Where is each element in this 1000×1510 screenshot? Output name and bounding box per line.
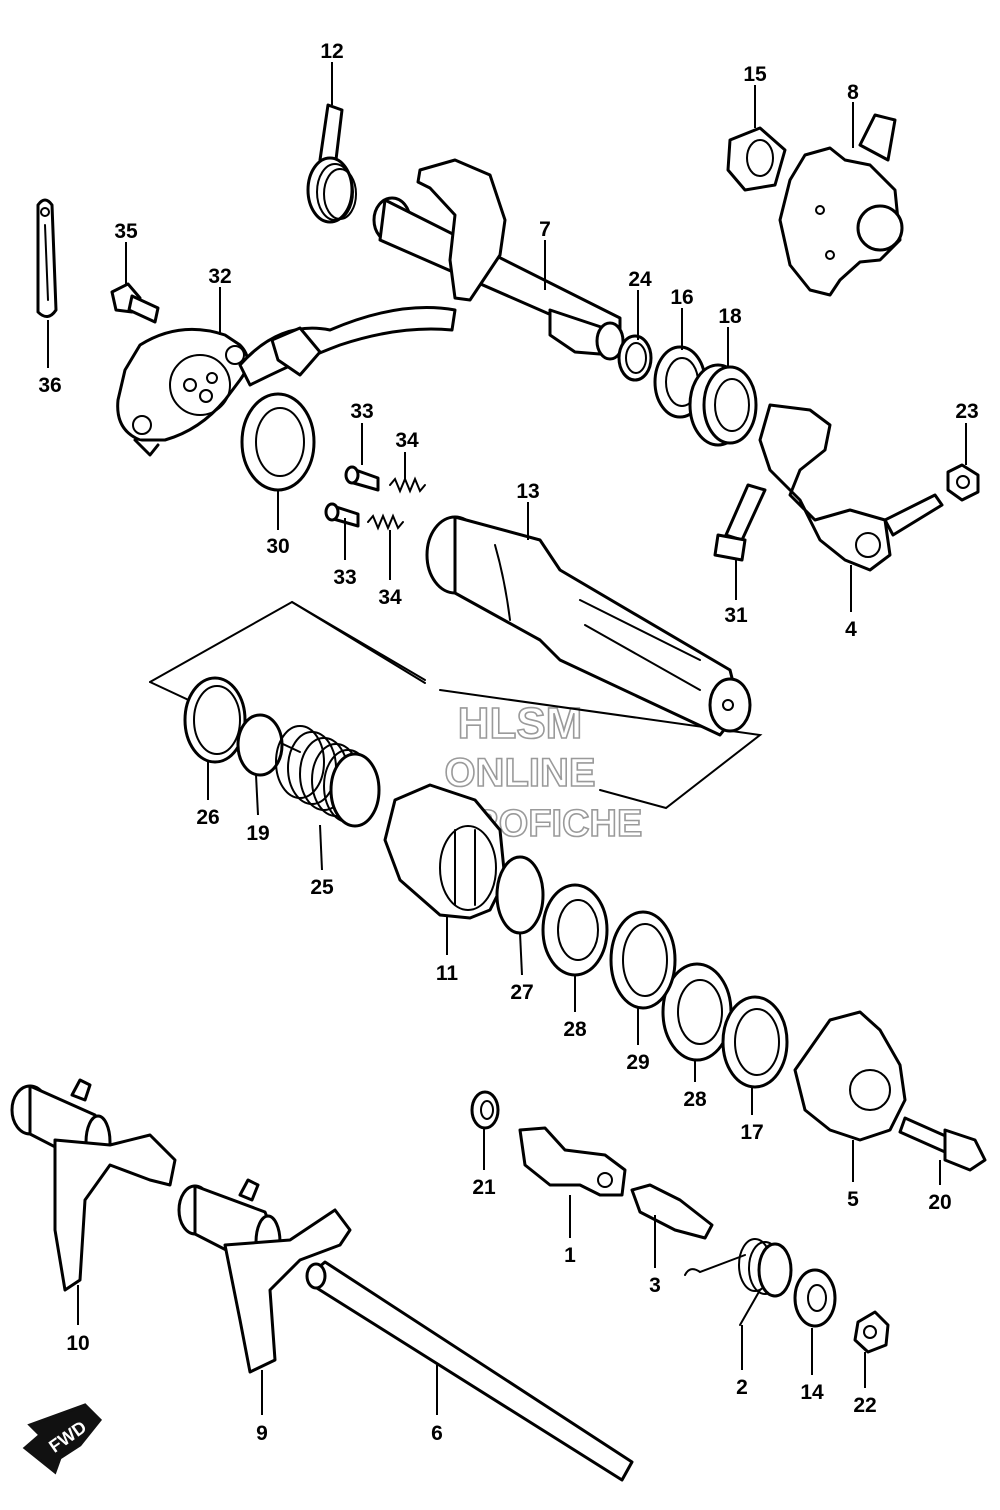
part-3-stopper-bolt: [630, 1183, 714, 1240]
leader-lines: [47, 62, 967, 1415]
callout-4: 4: [845, 618, 857, 641]
fwd-arrow: FWD: [22, 1403, 103, 1475]
part-1-cam-stopper-arm: [518, 1126, 627, 1197]
callout-labels: 12 15 8 35 32 7 24 16 18 36 33 34 23 13 …: [38, 40, 978, 1445]
part-14-washer: [793, 1268, 837, 1328]
part-31-bolt: [713, 483, 767, 562]
part-10-shift-fork: [10, 1078, 177, 1292]
part-25-cam-spring: [275, 725, 381, 828]
part-18-oil-seal: [688, 363, 758, 447]
callout-25: 25: [310, 876, 334, 899]
part-17-o-ring: [721, 995, 789, 1089]
callout-30: 30: [266, 535, 289, 558]
callout-13: 13: [516, 480, 539, 503]
part-2-stopper-spring: [684, 1238, 793, 1326]
callout-24: 24: [628, 268, 652, 291]
callout-33-upper: 33: [350, 400, 373, 423]
part-9-shift-fork: [177, 1178, 352, 1374]
part-34-spring-upper: [389, 476, 426, 494]
part-27-circlip: [495, 855, 545, 935]
callout-34-upper: 34: [395, 429, 419, 452]
part-6-fork-shaft: [305, 1260, 634, 1482]
callout-1: 1: [564, 1244, 576, 1267]
part-32-gear-position-sensor: [116, 306, 457, 457]
watermark-line2: ONLINE: [444, 751, 595, 795]
callout-33-lower: 33: [333, 566, 356, 589]
part-19-circlip: [236, 713, 284, 777]
part-22-nut: [853, 1310, 890, 1354]
callout-14: 14: [800, 1381, 824, 1404]
callout-5: 5: [847, 1188, 859, 1211]
callout-22: 22: [853, 1394, 876, 1417]
part-33-pin-lower: [324, 502, 360, 528]
callout-28-b: 28: [683, 1088, 707, 1111]
callout-19: 19: [246, 822, 269, 845]
part-35-bolt: [110, 282, 160, 324]
callout-31: 31: [724, 604, 748, 627]
callout-28-a: 28: [563, 1018, 587, 1041]
assembly-group-outline: [149, 600, 426, 683]
callout-17: 17: [740, 1121, 763, 1144]
part-15-bushing: [726, 126, 787, 192]
callout-3: 3: [649, 1274, 661, 1297]
callout-16: 16: [670, 286, 693, 309]
callout-26: 26: [196, 806, 219, 829]
callout-9: 9: [256, 1422, 268, 1445]
callout-27: 27: [510, 981, 533, 1004]
callout-34-lower: 34: [378, 586, 402, 609]
part-29-needle-bearing: [609, 910, 677, 1010]
callout-11: 11: [436, 962, 459, 985]
callout-32: 32: [208, 265, 231, 288]
callout-10: 10: [66, 1332, 89, 1355]
part-21-washer: [470, 1090, 500, 1130]
part-36-clamp-strap: [36, 198, 58, 318]
callout-12: 12: [320, 40, 343, 63]
part-20-bolt: [898, 1116, 987, 1172]
callout-29: 29: [626, 1051, 649, 1074]
callout-20: 20: [928, 1191, 951, 1214]
part-33-pin-upper: [344, 465, 380, 492]
callout-35: 35: [114, 220, 138, 243]
callout-36: 36: [38, 374, 61, 397]
part-13-gear-shift-cam: [425, 515, 752, 737]
part-12-return-spring: [306, 103, 357, 224]
part-34-spring-lower: [367, 513, 404, 531]
part-30-washer: [240, 392, 316, 492]
part-5-cam-driven-gear: [793, 1010, 907, 1142]
part-11-shift-cam-gear: [383, 783, 507, 920]
callout-21: 21: [472, 1176, 496, 1199]
part-4-shift-lever: [758, 403, 944, 572]
callout-2: 2: [736, 1376, 748, 1399]
callout-8: 8: [847, 81, 859, 104]
callout-6: 6: [431, 1422, 443, 1445]
part-24-circlip: [617, 334, 653, 382]
part-28-washer-a: [541, 883, 609, 977]
part-23-nut: [946, 463, 980, 502]
callout-18: 18: [718, 305, 742, 328]
part-7-gear-shift-shaft: [372, 158, 625, 361]
watermark-line1: HLSM: [458, 699, 583, 748]
part-8-gear-shift-arm: [778, 113, 904, 297]
callout-15: 15: [743, 63, 767, 86]
callout-23: 23: [955, 400, 978, 423]
part-26-bearing-ring: [183, 676, 247, 764]
callout-7: 7: [539, 218, 551, 241]
